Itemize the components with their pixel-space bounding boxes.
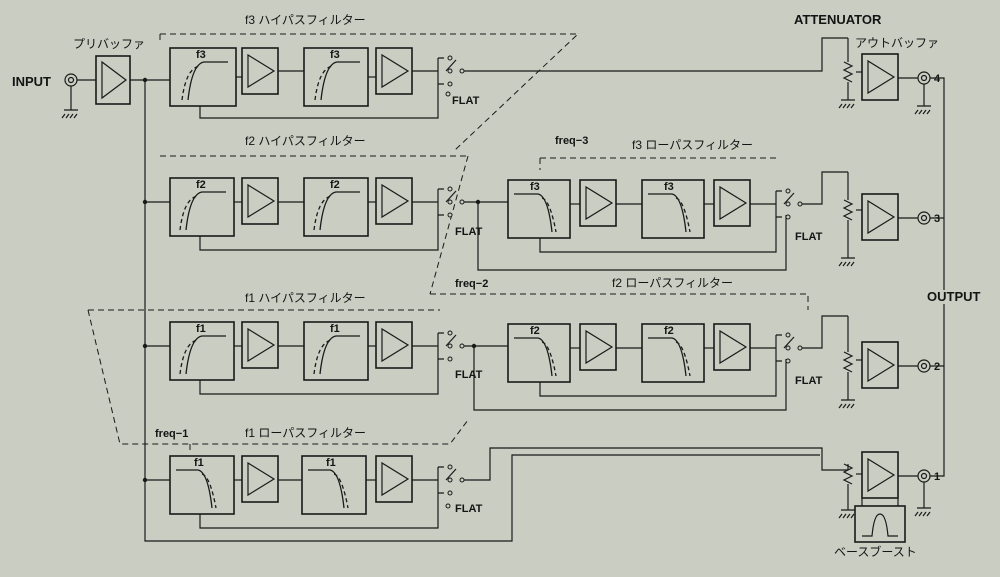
lpf-f3-stage2: f3 — [641, 179, 705, 239]
lpf-f1-title: f1 ローパスフィルター — [245, 426, 366, 440]
svg-text:f2: f2 — [664, 325, 674, 337]
hpf-f2-stage2: f2 — [303, 177, 369, 237]
input-jack — [61, 73, 78, 119]
outbuffer-label: アウトバッファ — [855, 36, 939, 50]
hpf-f3-stage2: f3 — [303, 47, 369, 107]
lpf-f2-amp1 — [579, 323, 617, 371]
lpf-f2-stage2: f2 — [641, 323, 705, 383]
lpf-f3-title: f3 ローパスフィルター — [632, 138, 753, 152]
hpf-f1-stage2: f1 — [303, 321, 369, 381]
hpf-f3-amp1 — [241, 47, 279, 95]
attenuator-4[interactable] — [838, 38, 862, 109]
hpf-f1-amp2 — [375, 321, 413, 369]
lpf-f3-amp2 — [713, 179, 751, 227]
flat-label-4: FLAT — [455, 369, 483, 381]
prebuffer — [95, 55, 131, 105]
out-buffer-2 — [861, 341, 899, 389]
lpf-f2-stage1: f2 — [507, 323, 571, 383]
freq2-label: freq−2 — [455, 278, 488, 290]
hpf-f1-stage1: f1 — [169, 321, 235, 381]
flat-label-1: FLAT — [452, 95, 480, 107]
lpf-f1-stage2: f1 — [301, 455, 367, 515]
lpf-f2-title: f2 ローパスフィルター — [612, 276, 733, 290]
flat-switch-4[interactable] — [445, 330, 465, 362]
out-3-label: 3 — [934, 213, 940, 225]
output-label: OUTPUT — [927, 289, 981, 304]
flat-switch-2[interactable] — [445, 186, 465, 218]
svg-text:f3: f3 — [530, 181, 540, 193]
bass-boost-label: ベースブースト — [834, 544, 917, 559]
output-jack-3 — [917, 211, 931, 225]
hpf-f3-stage1: f3 — [169, 47, 237, 107]
attenuator-label: ATTENUATOR — [794, 12, 882, 27]
svg-text:f2: f2 — [196, 179, 206, 191]
freq1-label: freq−1 — [155, 428, 188, 440]
flat-switch-5[interactable] — [783, 332, 803, 364]
flat-switch-6[interactable] — [445, 464, 465, 496]
bass-boost-block — [854, 498, 906, 543]
out-2-label: 2 — [934, 361, 940, 373]
svg-text:f1: f1 — [330, 323, 340, 335]
svg-text:f1: f1 — [326, 457, 336, 469]
hpf-f3-amp2 — [375, 47, 413, 95]
lpf-f2-amp2 — [713, 323, 751, 371]
freq3-label: freq−3 — [555, 135, 588, 147]
attenuator-3[interactable] — [838, 172, 862, 267]
out-buffer-1 — [861, 451, 899, 499]
output-jack-1 — [917, 469, 931, 483]
svg-text:f3: f3 — [664, 181, 674, 193]
flat-switch-1[interactable] — [445, 55, 465, 87]
svg-text:f1: f1 — [196, 323, 206, 335]
out-1-label: 1 — [934, 471, 940, 483]
lpf-f3-amp1 — [579, 179, 617, 227]
prebuffer-label: プリバッファ — [73, 37, 145, 51]
flat-label-2: FLAT — [455, 226, 483, 238]
hpf-f2-title: f2 ハイパスフィルター — [245, 134, 366, 148]
hpf-f2-amp1 — [241, 177, 279, 225]
out-buffer-4 — [861, 53, 899, 101]
svg-text:f2: f2 — [530, 325, 540, 337]
attenuator-2[interactable] — [838, 316, 862, 409]
output-jack-2 — [917, 359, 931, 373]
flat-label-3: FLAT — [795, 231, 823, 243]
hpf-f3-title: f3 ハイパスフィルター — [245, 13, 366, 27]
output-jack-4 — [917, 71, 931, 85]
flat-label-5: FLAT — [795, 375, 823, 387]
svg-text:f2: f2 — [330, 179, 340, 191]
hpf-f2-stage1: f2 — [169, 177, 235, 237]
svg-text:f3: f3 — [330, 49, 340, 61]
hpf-f2-amp2 — [375, 177, 413, 225]
svg-text:f3: f3 — [196, 49, 206, 61]
lpf-f3-stage1: f3 — [507, 179, 571, 239]
svg-text:f1: f1 — [194, 457, 204, 469]
hpf-f1-title: f1 ハイパスフィルター — [245, 291, 366, 305]
flat-label-6: FLAT — [455, 503, 483, 515]
out-4-label: 4 — [934, 73, 941, 85]
attenuator-1[interactable] — [838, 463, 862, 519]
lpf-f1-amp1 — [241, 455, 279, 503]
input-label: INPUT — [12, 74, 51, 89]
lpf-f1-amp2 — [375, 455, 413, 503]
flat-switch-3[interactable] — [783, 188, 803, 220]
hpf-f1-amp1 — [241, 321, 279, 369]
lpf-f1-stage1: f1 — [169, 455, 235, 515]
out-buffer-3 — [861, 193, 899, 241]
